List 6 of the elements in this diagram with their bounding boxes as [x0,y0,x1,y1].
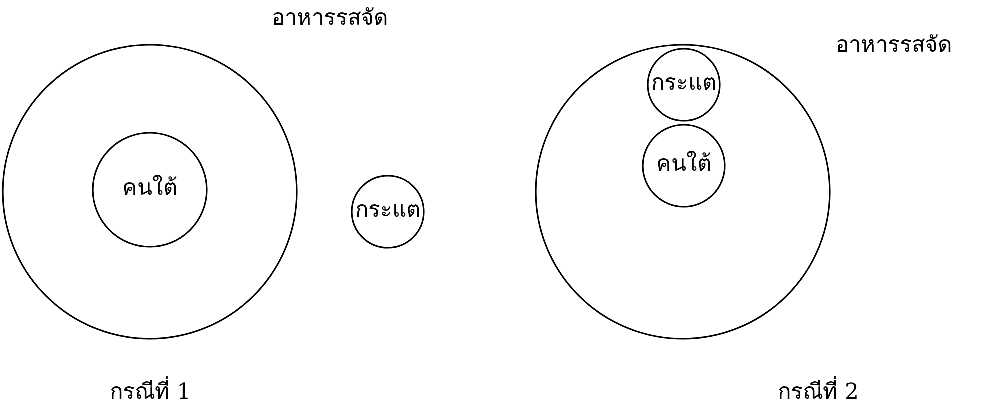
set-label: กระแต [650,71,718,97]
set-label: คนใต้ [656,152,712,178]
set-label: กระแต [354,198,422,224]
set-label: คนใต้ [122,176,178,202]
set-label: อาหารรสจัด [272,6,388,32]
set-label: อาหารรสจัด [836,33,952,59]
